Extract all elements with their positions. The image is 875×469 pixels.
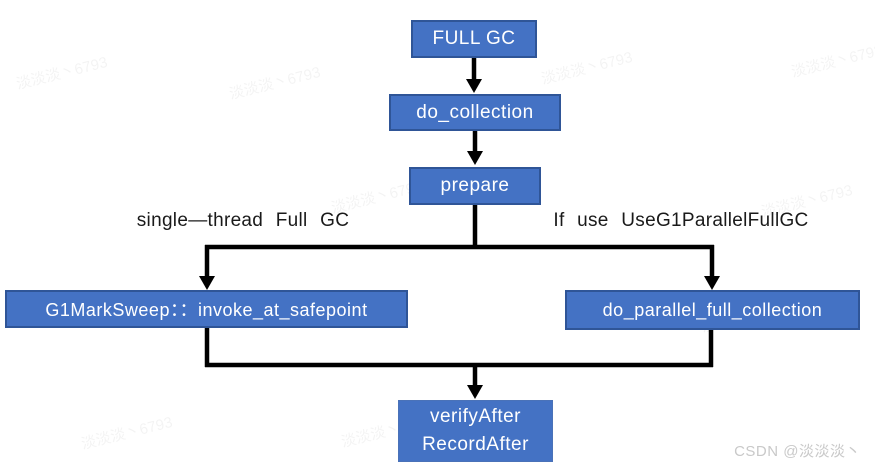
label-if-use-parallel-fullgc: If use UseG1ParallelFullGC	[553, 210, 809, 231]
node-do-parallel-full-collection: do_parallel_full_collection	[565, 290, 860, 330]
node-do-collection: do_collection	[389, 94, 561, 131]
label-single-thread-full-gc: single—thread Full GC	[136, 210, 350, 231]
node-verify-after-record-after: verifyAfter RecordAfter	[398, 400, 553, 462]
verify-after-line: verifyAfter	[429, 406, 522, 427]
csdn-watermark: CSDN @淡淡淡丶	[734, 443, 861, 460]
node-prepare: prepare	[409, 167, 541, 205]
node-g1marksweep-invoke-at-safepoint: G1MarkSweep：：invoke_at_safepoint	[5, 290, 408, 328]
node-full-gc: FULL GC	[411, 20, 537, 58]
record-after-line: RecordAfter	[422, 434, 529, 455]
